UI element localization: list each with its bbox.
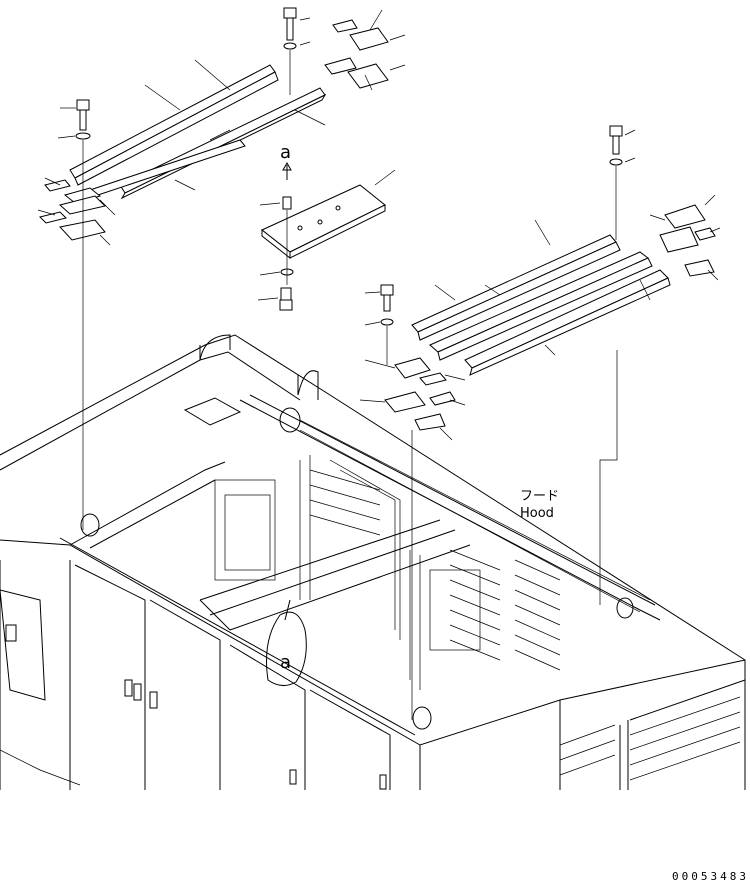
left-hood-plate-assembly <box>37 7 406 530</box>
machine-body <box>0 334 746 790</box>
detail-marker-top: a <box>280 142 291 163</box>
lifting-lugs <box>80 334 634 730</box>
center-plate-assembly <box>257 161 396 311</box>
drawing-number: 00053483 <box>672 870 749 883</box>
hood-label-jp: フード <box>520 489 559 504</box>
side-louvres <box>559 679 746 790</box>
side-doors <box>0 560 391 790</box>
right-hood-plate-assembly <box>359 125 721 720</box>
center-louvres <box>309 469 561 671</box>
detail-marker-bottom: a <box>280 652 291 673</box>
hood-label-en: Hood <box>520 506 554 521</box>
